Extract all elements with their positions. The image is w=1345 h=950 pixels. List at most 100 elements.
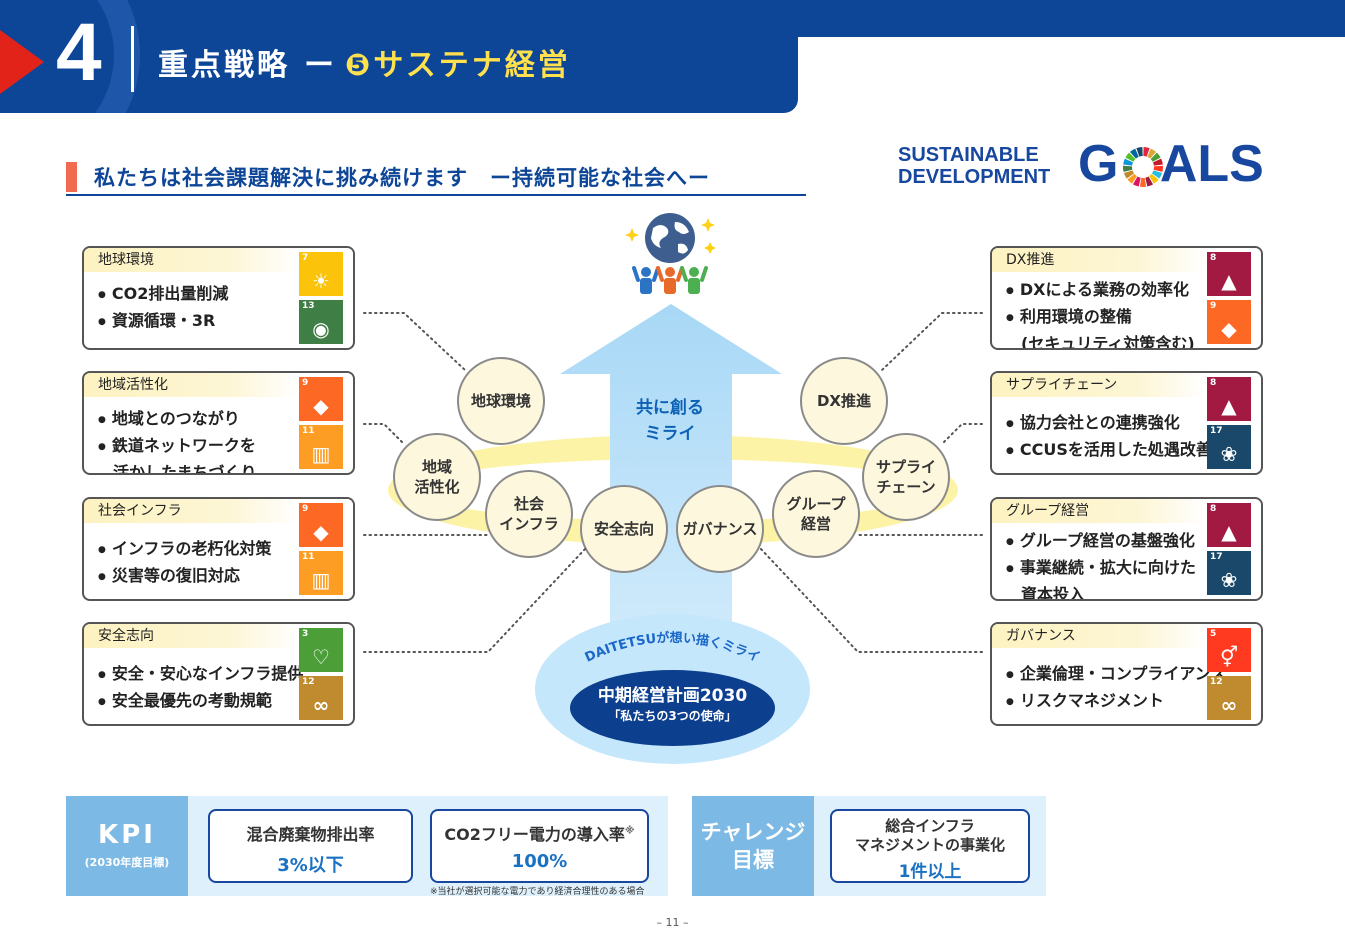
sdg-wheel-segment — [1153, 165, 1163, 172]
cubes-icon: 9◆ — [1207, 300, 1251, 344]
kpi-card-waste: 混合廃棄物排出率 3%以下 — [208, 809, 413, 883]
arrow-caption: 共に創る ミライ — [610, 395, 730, 447]
list-item: インフラの老朽化対策 — [98, 537, 353, 564]
box-chikyu-kankyo: 地球環境 CO2排出量削減 資源循環・3R 7☀ 13◉ — [82, 246, 355, 350]
sdg-number: 9 — [1210, 301, 1217, 311]
sdg-glyph: ◉ — [312, 317, 330, 341]
circle-label: 社会インフラ — [499, 494, 559, 534]
list-item-text: 事業継続・拡大に向けた — [1019, 558, 1196, 577]
circle-label: グループ経営 — [786, 494, 845, 534]
kpi-label: KPI (2030年度目標) — [66, 796, 188, 896]
sdg-wheel-icon — [1123, 147, 1163, 187]
sdg-number: 12 — [302, 677, 315, 687]
sdg-glyph: ❀ — [1220, 568, 1238, 592]
sdg-number: 8 — [1210, 378, 1217, 388]
kpi-card-note-mark: ※ — [624, 825, 635, 837]
box-anzen-shiko: 安全志向 安全・安心なインフラ提供 安全最優先の考動規範 3♡ 12∞ — [82, 622, 355, 726]
sdg-wheel-segment — [1139, 177, 1147, 187]
sdg-number: 9 — [302, 378, 309, 388]
globe-people-icon — [625, 213, 716, 294]
sdg-glyph: ◆ — [313, 520, 329, 544]
arrow-caption-line2: ミライ — [644, 424, 696, 444]
box-governance: ガバナンス 企業倫理・コンプライアンス リスクマネジメント 5⚥ 12∞ — [990, 622, 1263, 726]
sdg-wheel-segment — [1132, 176, 1141, 187]
circle-label-line1: サプライ — [875, 458, 936, 476]
circle-label: 地球環境 — [470, 392, 531, 410]
sdg-wheel-segment — [1125, 152, 1136, 162]
circle-dx-suishin: DX推進 — [800, 357, 888, 445]
kpi-card-co2-free: CO2フリー電力の導入率※ 100% — [430, 809, 649, 883]
sdg-glyph: ◆ — [313, 394, 329, 418]
sdg-logo-goals: G ALS — [1078, 135, 1264, 193]
sdg-glyph: ∞ — [1220, 693, 1238, 717]
growth-chart-icon: 8▲ — [1207, 252, 1251, 296]
list-item: 安全・安心なインフラ提供 — [98, 662, 353, 689]
sdg-glyph: ▲ — [1221, 520, 1237, 544]
sdg-glyph: ♡ — [312, 645, 330, 669]
challenge-card-title-line2: マネジメントの事業化 — [854, 836, 1005, 854]
sdg-logo: SUSTAINABLE DEVELOPMENT G ALS — [898, 138, 1268, 194]
list-item: 協力会社との連携強化 — [1006, 411, 1261, 438]
kpi-card-title: 混合廃棄物排出率 — [246, 825, 375, 844]
list-item-continuation: (セキュリティ対策含む) — [1021, 334, 1195, 350]
circle-label-line1: 社会 — [513, 495, 544, 513]
list-item-continuation: 活かしたまちづくり — [113, 463, 257, 475]
sdg-glyph: ◆ — [1221, 317, 1237, 341]
sdg-wheel-segment — [1123, 165, 1133, 172]
header-divider — [131, 26, 134, 92]
sdg-logo-line2: DEVELOPMENT — [898, 166, 1051, 188]
gender-icon: 5⚥ — [1207, 628, 1251, 672]
circle-anzen-shiko: 安全志向 — [580, 485, 668, 573]
sdg-wheel-segment — [1143, 147, 1150, 157]
challenge-label-line1: チャレンジ — [700, 820, 806, 844]
sdg-number: 8 — [1210, 504, 1217, 514]
list-item: 企業倫理・コンプライアンス — [1006, 662, 1261, 689]
cubes-icon: 9◆ — [299, 503, 343, 547]
big-up-arrow — [560, 304, 782, 634]
list-item-text: 鉄道ネットワークを — [111, 436, 256, 455]
list-item: 利用環境の整備(セキュリティ対策含む) — [1006, 305, 1261, 350]
kpi-card-value: 3%以下 — [277, 855, 344, 876]
partnership-icon: 17 ❀ — [1207, 551, 1251, 595]
sdg-glyph: ☀ — [312, 269, 330, 293]
sdg-wheel-segment — [1123, 158, 1134, 166]
circle-label-line2: チェーン — [876, 478, 936, 496]
circle-shakai-infra: 社会インフラ — [485, 470, 573, 558]
challenge-card-value: 1件以上 — [898, 862, 962, 882]
list-item: リスクマネジメント — [1006, 689, 1261, 716]
sdg-number: 11 — [302, 426, 315, 436]
sdg-glyph: ⚥ — [1219, 645, 1239, 669]
sdg-number: 17 — [1210, 552, 1223, 562]
sdg-number: 7 — [302, 253, 309, 263]
city-icon: 11▥ — [299, 551, 343, 595]
growth-chart-icon: 8▲ — [1207, 503, 1251, 547]
list-item: グループ経営の基盤強化 — [1006, 529, 1261, 556]
arrow-caption-line1: 共に創る — [636, 398, 704, 418]
list-item: CO2排出量削減 — [98, 282, 353, 309]
list-item: 災害等の復旧対応 — [98, 564, 353, 591]
cubes-icon: 9◆ — [299, 377, 343, 421]
challenge-card-title: 総合インフラ マネジメントの事業化 — [832, 817, 1028, 855]
challenge-label: チャレンジ 目標 — [692, 796, 814, 896]
sdg-wheel-segment — [1129, 148, 1139, 159]
circle-label-line1: 地域 — [421, 458, 452, 476]
kpi-card-value: 100% — [511, 851, 568, 872]
sdg-number: 12 — [1210, 677, 1223, 687]
sdg-wheel-segment — [1152, 158, 1163, 166]
circle-group-keiei: グループ経営 — [772, 470, 860, 558]
subheading: 私たちは社会課題解決に挑み続けます ー持続可能な社会へー — [66, 158, 806, 196]
circle-supply-chain: サプライチェーン — [862, 433, 950, 521]
list-item: 資源循環・3R — [98, 309, 353, 336]
svg-text:DAITETSUが想い描くミライ: DAITETSUが想い描くミライ — [583, 630, 762, 666]
kpi-card-title-text: CO2フリー電力の導入率 — [444, 825, 625, 844]
challenge-card: 総合インフラ マネジメントの事業化 1件以上 — [830, 809, 1030, 883]
sdg-wheel-segment — [1127, 173, 1137, 184]
kpi-label-sub: (2030年度目標) — [84, 856, 170, 869]
sdg-glyph: ▲ — [1221, 269, 1237, 293]
circle-label-line1: グループ — [786, 495, 846, 513]
